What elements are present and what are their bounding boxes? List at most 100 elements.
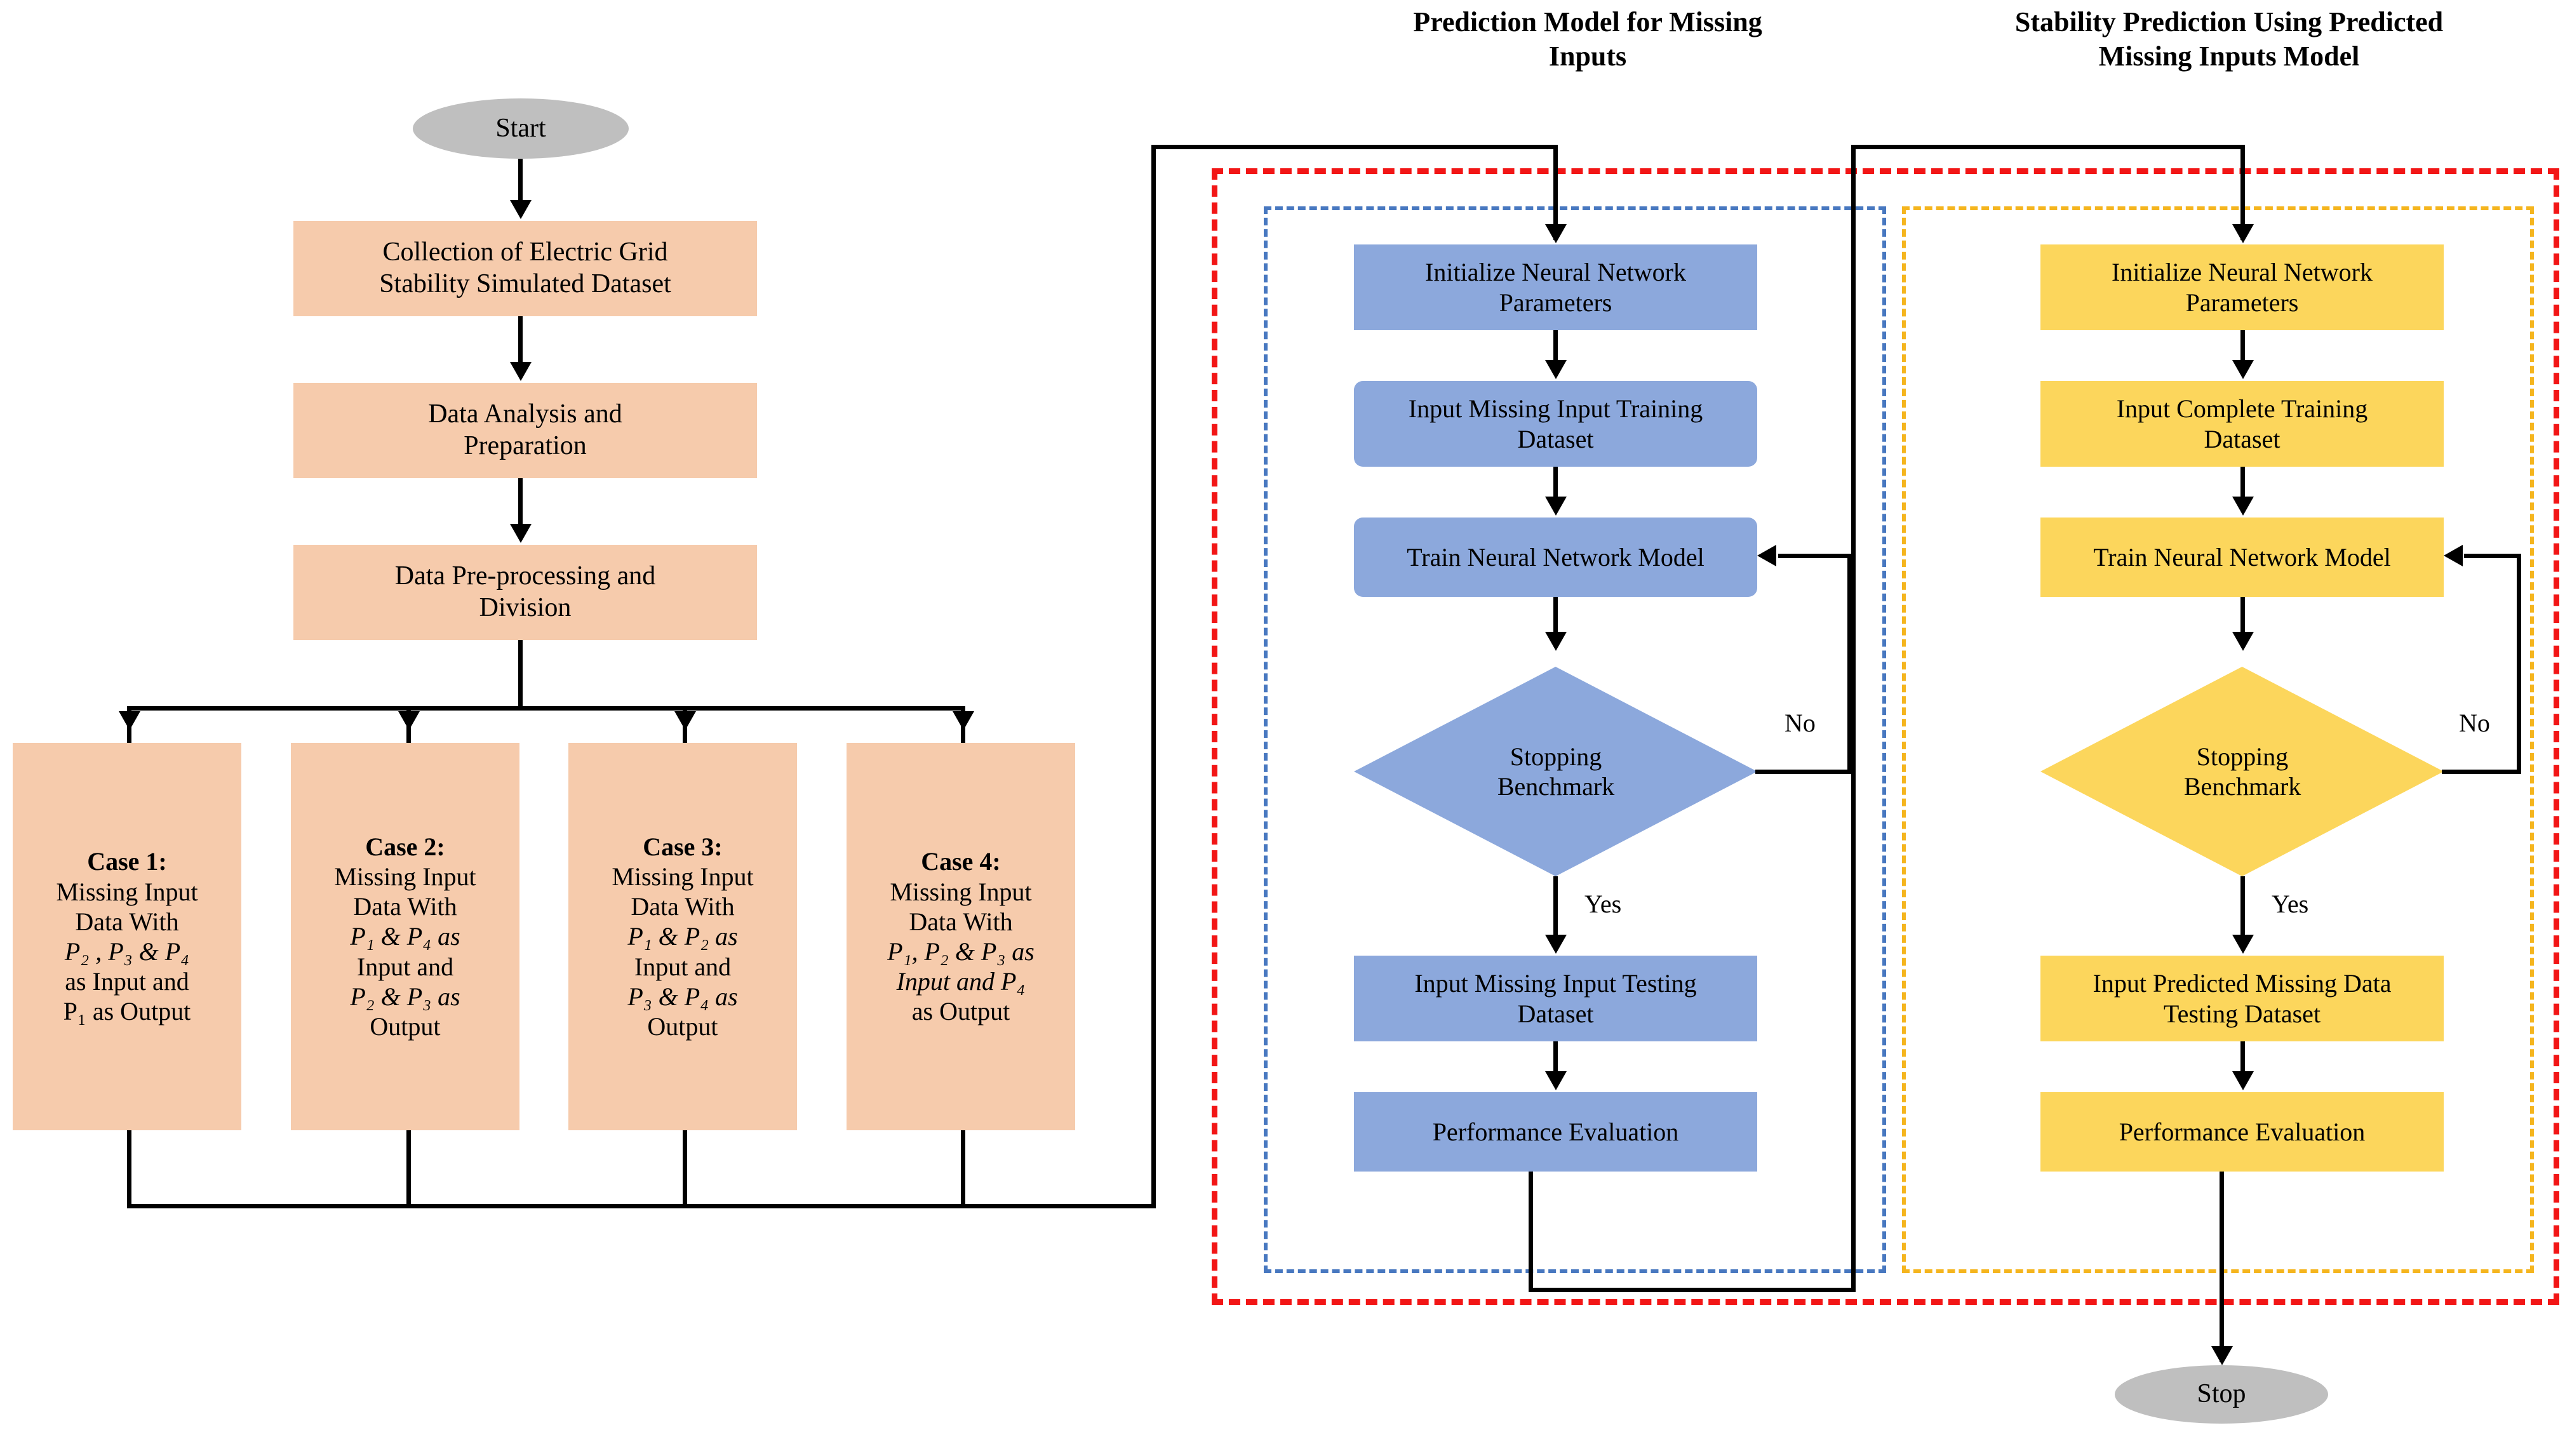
case-box-2-line-6: Output [370, 1012, 441, 1041]
blue-process-testing-dataset-line2: Dataset [1517, 999, 1594, 1028]
blue-process-testing-dataset-line1: Input Missing Input Testing [1414, 969, 1697, 998]
yellow-process-training-dataset-line2: Dataset [2204, 424, 2280, 453]
group-frame-blue [1264, 206, 1886, 1273]
arrowhead-blue-training-to-train-model [1545, 497, 1567, 516]
yellow-process-initialize: Initialize Neural Network Parameters [2040, 244, 2444, 330]
yellow-process-performance-evaluation-label: Performance Evaluation [2119, 1117, 2366, 1146]
process-data-preprocessing-line1: Data Pre-processing and [394, 561, 656, 591]
blue-process-train-model-label: Train Neural Network Model [1407, 542, 1704, 571]
panel-title-prediction-model: Prediction Model for Missing Inputs [1264, 5, 1912, 73]
process-data-analysis-line2: Preparation [464, 431, 587, 460]
case-box-3-line-1: Missing Input [612, 862, 754, 892]
yellow-decision-stopping-benchmark [2040, 667, 2444, 876]
connector-blue-eval-to-riser [1529, 1288, 1856, 1292]
arrowhead-yellow-yes-down [2232, 935, 2254, 954]
connector-into-yellow-init [2240, 145, 2245, 240]
connector-into-blue-init [1553, 145, 1558, 240]
arrowhead-collection-to-analysis [510, 362, 532, 381]
case-box-2-line-1: Missing Input [334, 862, 476, 892]
connector-blue-eval-down [1529, 1172, 1533, 1292]
panel-title-prediction-model-line2: Inputs [1548, 40, 1627, 72]
case-box-1-line-4: as Input and [65, 967, 189, 996]
connector-blue-init-to-training [1553, 330, 1558, 370]
connector-blue-no-to-train [1778, 554, 1852, 558]
blue-decision-label-line1: Stopping [1510, 742, 1602, 771]
yellow-process-training-dataset-line1: Input Complete Training [2116, 394, 2368, 424]
case-box-2-heading: Case 2: [365, 832, 445, 861]
case-box-1-line-1: Missing Input [56, 877, 198, 906]
connector-yellow-no-horizontal [2442, 770, 2521, 774]
yellow-decision-no-label: No [2459, 709, 2490, 737]
connector-yellow-no-to-train [2464, 554, 2521, 558]
yellow-process-testing-dataset-line2: Testing Dataset [2163, 999, 2321, 1028]
connector-bus-to-case-1 [127, 706, 131, 779]
process-data-analysis: Data Analysis and Preparation [293, 383, 757, 478]
case-box-2-line-5: P₂ & P₃ as [350, 982, 460, 1011]
connector-yellow-yes-down [2240, 876, 2245, 946]
connector-bus-to-case-3 [683, 706, 687, 779]
case-box-2-line-2: Data With [353, 892, 457, 921]
yellow-process-train-model-label: Train Neural Network Model [2093, 542, 2391, 571]
connector-preprocessing-stem [518, 640, 523, 710]
case-box-1-heading: Case 1: [87, 847, 167, 876]
panel-title-prediction-model-line1: Prediction Model for Missing [1413, 6, 1762, 37]
connector-yellow-init-to-training [2240, 330, 2245, 370]
case-box-4-line-1: Missing Input [890, 877, 1032, 906]
connector-analysis-to-preprocessing [518, 478, 523, 529]
blue-process-training-dataset-line1: Input Missing Input Training [1408, 394, 1703, 424]
yellow-process-initialize-line1: Initialize Neural Network [2112, 258, 2373, 287]
connector-blue-train-to-decision [1553, 597, 1558, 643]
group-frame-yellow [1902, 206, 2534, 1273]
connector-blue-training-to-train-model [1553, 467, 1558, 506]
connector-blue-to-yellow-riser [1851, 145, 1856, 1292]
case-box-2-line-4: Input and [356, 952, 454, 981]
blue-process-performance-evaluation: Performance Evaluation [1354, 1092, 1757, 1172]
connector-blue-testing-to-evaluation [1553, 1041, 1558, 1081]
connector-yellow-train-to-decision [2240, 597, 2245, 643]
blue-process-initialize-line1: Initialize Neural Network [1425, 258, 1686, 287]
connector-merge-riser [1151, 145, 1156, 1208]
case-box-4-line-5: as Output [911, 997, 1010, 1026]
case-box-2: Case 2: Missing Input Data With P₁ & P₄ … [291, 743, 519, 1130]
yellow-process-initialize-line2: Parameters [2185, 288, 2299, 317]
case-box-3-line-2: Data With [631, 892, 735, 921]
yellow-process-training-dataset: Input Complete Training Dataset [2040, 381, 2444, 467]
connector-blue-yes-down [1553, 876, 1558, 946]
case-box-4-line-3: P₁, P₂ & P₃ as [887, 937, 1035, 966]
arrowhead-bus-to-case-2 [398, 711, 420, 730]
panel-title-stability-prediction: Stability Prediction Using Predicted Mis… [1899, 5, 2559, 73]
arrowhead-bus-to-case-4 [953, 711, 974, 730]
yellow-process-performance-evaluation: Performance Evaluation [2040, 1092, 2444, 1172]
connector-blue-no-horizontal [1755, 770, 1852, 774]
process-collection-line1: Collection of Electric Grid [382, 237, 668, 267]
arrowhead-blue-no-to-train [1757, 545, 1776, 566]
connector-merge-top-to-blue-panel [1151, 145, 1558, 149]
connector-case-2-down [406, 1130, 411, 1208]
arrowhead-bus-to-case-3 [674, 711, 696, 730]
arrowhead-yellow-testing-to-evaluation [2232, 1071, 2254, 1090]
yellow-process-train-model: Train Neural Network Model [2040, 518, 2444, 597]
connector-blue-no-riser [1847, 554, 1852, 774]
process-data-preprocessing-line2: Division [479, 593, 572, 622]
process-collection-line2: Stability Simulated Dataset [379, 269, 671, 298]
process-collection: Collection of Electric Grid Stability Si… [293, 221, 757, 316]
connector-yellow-testing-to-evaluation [2240, 1041, 2245, 1081]
case-box-3: Case 3: Missing Input Data With P₁ & P₂ … [568, 743, 797, 1130]
process-data-preprocessing: Data Pre-processing and Division [293, 545, 757, 640]
panel-title-stability-prediction-line1: Stability Prediction Using Predicted [2014, 6, 2444, 37]
arrowhead-into-yellow-init [2232, 224, 2254, 243]
arrowhead-blue-train-to-decision [1545, 632, 1567, 651]
terminal-start: Start [413, 98, 629, 159]
blue-decision-stopping-benchmark [1354, 667, 1757, 876]
terminal-stop-label: Stop [2197, 1379, 2246, 1409]
arrowhead-yellow-training-to-train-model [2232, 497, 2254, 516]
group-frame-red [1212, 168, 2559, 1305]
blue-decision-label-line2: Benchmark [1497, 772, 1615, 801]
arrowhead-yellow-no-to-train [2444, 545, 2463, 566]
case-box-1-line-5: P₁ as Output [63, 997, 191, 1026]
yellow-decision-label: Stopping Benchmark [2119, 730, 2366, 813]
panel-title-stability-prediction-line2: Missing Inputs Model [2098, 40, 2360, 72]
process-data-analysis-line1: Data Analysis and [428, 399, 622, 429]
arrowhead-yellow-train-to-decision [2232, 632, 2254, 651]
blue-process-performance-evaluation-label: Performance Evaluation [1432, 1117, 1679, 1146]
